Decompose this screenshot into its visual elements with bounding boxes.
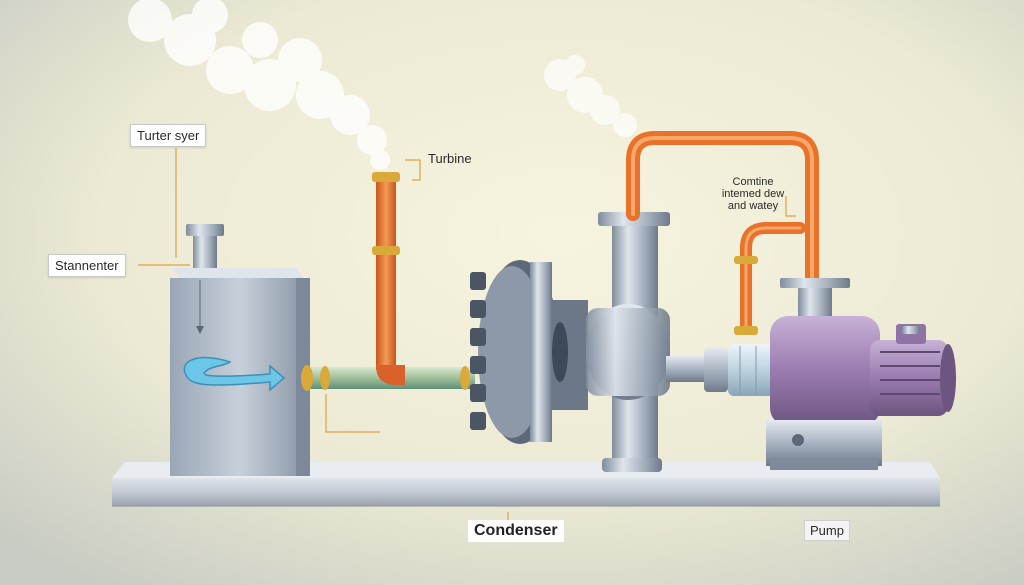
flow-arrow-icon xyxy=(183,356,286,392)
leader-lines xyxy=(138,148,796,525)
label-note: Comtine intemed dew and watey xyxy=(706,176,800,212)
pipe-ring xyxy=(734,256,758,264)
base-platform xyxy=(112,462,940,507)
label-pump: Pump xyxy=(804,520,850,541)
steam-pipe xyxy=(372,172,405,385)
pump-motor xyxy=(766,278,956,470)
turbine-rotor xyxy=(470,260,588,444)
note-line-2: intemed dew xyxy=(721,188,785,200)
steam-cloud-icon xyxy=(544,55,637,137)
return-pipe xyxy=(626,131,819,334)
label-condenser: Condenser xyxy=(468,520,564,542)
steam-cloud-icon xyxy=(128,0,390,170)
note-line-3: and watey xyxy=(727,200,779,212)
label-turter-syer: Turter syer xyxy=(130,124,207,147)
label-turbine: Turbine xyxy=(428,151,472,166)
label-stannenter: Stannenter xyxy=(48,254,126,277)
pipe-ring xyxy=(734,326,758,335)
note-line-1: Comtine xyxy=(732,176,774,188)
